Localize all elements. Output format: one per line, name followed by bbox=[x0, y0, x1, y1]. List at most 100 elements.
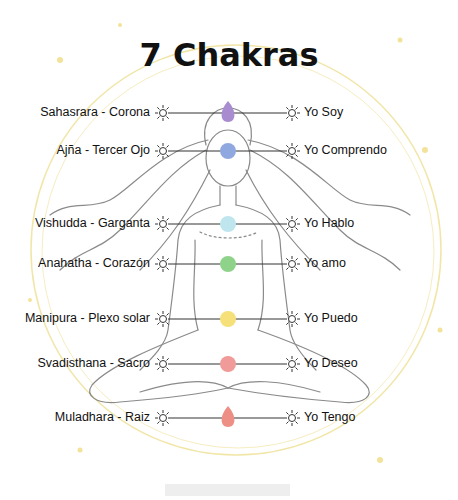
sun-ray bbox=[292, 229, 293, 232]
sun-ray bbox=[167, 268, 169, 270]
sun-ray bbox=[155, 113, 158, 114]
chakra-affirmation: Yo Hablo bbox=[304, 215, 354, 231]
sun-ray bbox=[167, 107, 169, 109]
sun-ray bbox=[286, 107, 288, 109]
sun-ray bbox=[163, 118, 164, 121]
sparkle-dot bbox=[438, 328, 443, 333]
sun-ray bbox=[167, 358, 169, 360]
sun-ray bbox=[286, 268, 288, 270]
sun-ray bbox=[163, 143, 164, 146]
sun-ray bbox=[292, 423, 293, 426]
sun-ray bbox=[168, 418, 171, 419]
sun-ray bbox=[157, 313, 159, 315]
sun-ray bbox=[286, 422, 288, 424]
base-shadow bbox=[165, 484, 290, 496]
chakra-drop bbox=[222, 101, 235, 122]
sparkle-dot bbox=[118, 23, 122, 27]
sun-ray bbox=[163, 105, 164, 108]
sun-core bbox=[160, 361, 167, 368]
sun-symbol bbox=[155, 311, 171, 327]
sun-ray bbox=[296, 313, 298, 315]
sun-ray bbox=[167, 412, 169, 414]
chakra-affirmation: Yo Puedo bbox=[304, 310, 358, 326]
chakra-name: Muladhara - Raiz bbox=[55, 409, 150, 425]
sun-ray bbox=[157, 117, 159, 119]
chakra-name: Sahasrara - Corona bbox=[40, 104, 150, 120]
sun-ray bbox=[296, 218, 298, 220]
sun-core bbox=[160, 221, 167, 228]
sun-ray bbox=[297, 151, 300, 152]
sun-ray bbox=[292, 118, 293, 121]
head bbox=[206, 130, 250, 186]
sun-ray bbox=[284, 224, 287, 225]
sun-ray bbox=[167, 145, 169, 147]
sun-symbol bbox=[284, 311, 300, 327]
chakra-row bbox=[155, 143, 300, 159]
sparkle-dot bbox=[78, 448, 83, 453]
sun-ray bbox=[155, 364, 158, 365]
hair-strand bbox=[60, 150, 206, 270]
sun-ray bbox=[163, 229, 164, 232]
leg-fold bbox=[140, 382, 320, 392]
sun-symbol bbox=[155, 356, 171, 372]
sun-symbol bbox=[284, 256, 300, 272]
chakra-name: Ajña - Tercer Ojo bbox=[56, 142, 150, 158]
sun-ray bbox=[286, 155, 288, 157]
neck bbox=[220, 186, 236, 205]
sun-core bbox=[289, 415, 296, 422]
sun-ray bbox=[296, 323, 298, 325]
sun-ray bbox=[297, 418, 300, 419]
sun-symbol bbox=[155, 256, 171, 272]
sun-ray bbox=[286, 412, 288, 414]
sun-ray bbox=[167, 313, 169, 315]
sun-ray bbox=[168, 224, 171, 225]
chakra-affirmation: Yo Comprendo bbox=[304, 142, 387, 158]
sun-core bbox=[160, 148, 167, 155]
sun-ray bbox=[292, 216, 293, 219]
sun-ray bbox=[286, 323, 288, 325]
sun-ray bbox=[157, 422, 159, 424]
sun-ray bbox=[297, 364, 300, 365]
sun-ray bbox=[292, 369, 293, 372]
sun-core bbox=[160, 110, 167, 117]
sun-ray bbox=[157, 358, 159, 360]
sun-ray bbox=[168, 364, 171, 365]
sun-ray bbox=[284, 113, 287, 114]
diagram-title: 7 Chakras bbox=[0, 36, 458, 74]
sun-ray bbox=[157, 258, 159, 260]
sun-ray bbox=[286, 145, 288, 147]
sun-ray bbox=[163, 356, 164, 359]
sun-ray bbox=[286, 313, 288, 315]
chakra-dot bbox=[220, 216, 236, 232]
sun-ray bbox=[157, 155, 159, 157]
sun-core bbox=[160, 316, 167, 323]
sun-ray bbox=[296, 258, 298, 260]
sun-ray bbox=[163, 156, 164, 159]
left-arm bbox=[140, 205, 220, 370]
sun-ray bbox=[286, 218, 288, 220]
sun-ray bbox=[296, 145, 298, 147]
sun-ray bbox=[296, 422, 298, 424]
sun-ray bbox=[157, 268, 159, 270]
chakra-name: Svadisthana - Sacro bbox=[37, 355, 150, 371]
sun-core bbox=[160, 415, 167, 422]
sun-ray bbox=[155, 264, 158, 265]
sun-ray bbox=[157, 107, 159, 109]
sparkle-dots bbox=[28, 23, 443, 463]
chakra-name: Vishudda - Garganta bbox=[35, 215, 150, 231]
sun-core bbox=[289, 110, 296, 117]
hair-strand bbox=[250, 150, 400, 270]
sun-symbol bbox=[284, 216, 300, 232]
sun-ray bbox=[157, 218, 159, 220]
sun-symbol bbox=[284, 356, 300, 372]
sun-ray bbox=[163, 269, 164, 272]
chakra-affirmation: Yo Tengo bbox=[304, 409, 355, 425]
sun-core bbox=[289, 261, 296, 268]
sun-core bbox=[289, 148, 296, 155]
halo-ring bbox=[31, 45, 441, 455]
sparkle-dot bbox=[398, 38, 403, 43]
sun-ray bbox=[296, 268, 298, 270]
sun-ray bbox=[292, 143, 293, 146]
